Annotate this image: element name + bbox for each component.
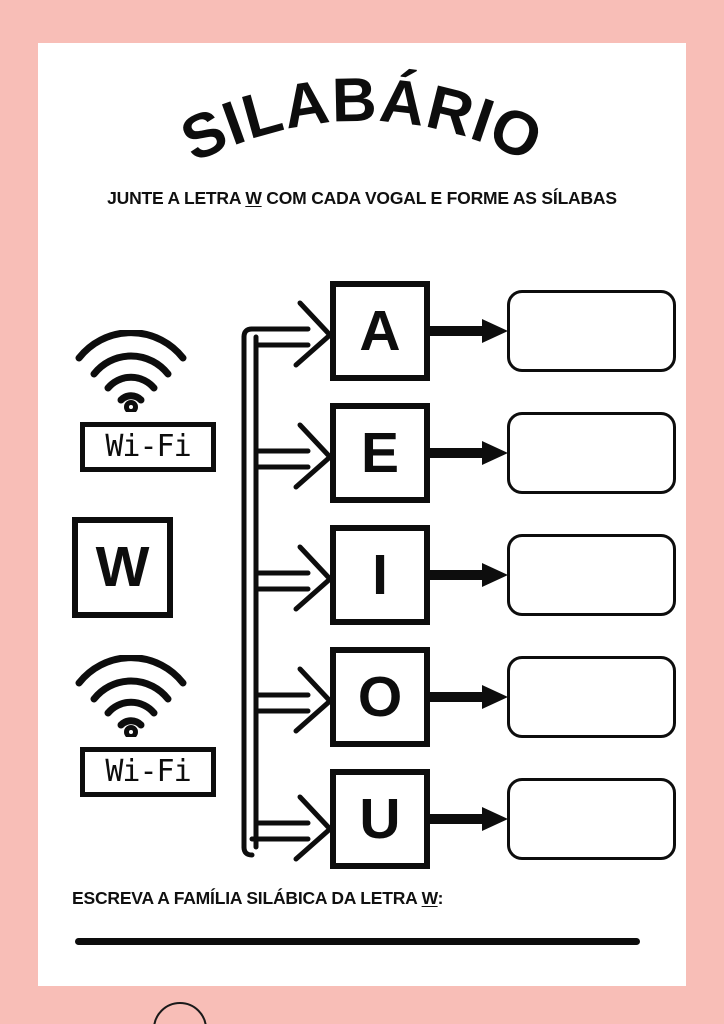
connector-arrow <box>430 684 508 710</box>
vowel-letter: A <box>359 298 401 363</box>
answer-box[interactable] <box>507 778 676 860</box>
connector-arrow <box>430 318 508 344</box>
vowel-letter: O <box>357 664 403 729</box>
vowel-box: I <box>330 525 430 625</box>
instruction-bottom-letter: W <box>421 888 438 908</box>
vowel-box: O <box>330 647 430 747</box>
answer-box[interactable] <box>507 656 676 738</box>
vowel-box: A <box>330 281 430 381</box>
letter-box-w: W <box>72 517 173 618</box>
worksheet-sheet: SILABÁRIO JUNTE A LETRA W COM CADA VOGAL… <box>38 43 686 986</box>
wifi-label: Wi-Fi <box>80 422 216 472</box>
connector-arrow <box>430 440 508 466</box>
watermark-logo-icon <box>152 1001 208 1024</box>
wifi-label-text: Wi-Fi <box>105 429 191 464</box>
wifi-label-text: Wi-Fi <box>105 754 191 789</box>
instruction-top-before: JUNTE A LETRA <box>107 188 246 208</box>
vowel-box: E <box>330 403 430 503</box>
writing-line[interactable] <box>75 938 640 945</box>
instruction-bottom-after: : <box>437 888 444 908</box>
connector-arrow <box>430 806 508 832</box>
instruction-bottom: ESCREVA A FAMÍLIA SILÁBICA DA LETRA W: <box>38 888 652 909</box>
exercise-area: Wi-Fi W Wi-Fi <box>38 43 686 986</box>
answer-box[interactable] <box>507 290 676 372</box>
answer-box[interactable] <box>507 534 676 616</box>
instruction-top: JUNTE A LETRA W COM CADA VOGAL E FORME A… <box>38 188 686 209</box>
page-title: SILABÁRIO <box>38 53 686 173</box>
vowel-letter: U <box>359 786 401 851</box>
wifi-label: Wi-Fi <box>80 747 216 797</box>
vowel-letter: E <box>360 420 400 485</box>
instruction-top-letter: W <box>245 188 262 208</box>
vowel-box: U <box>330 769 430 869</box>
vowel-letter: I <box>372 542 388 607</box>
wifi-icon <box>72 655 190 737</box>
answer-box[interactable] <box>507 412 676 494</box>
connector-arrow <box>430 562 508 588</box>
wifi-icon <box>72 330 190 412</box>
instruction-top-after: COM CADA VOGAL E FORME AS SÍLABAS <box>261 188 617 208</box>
letter-box-w-text: W <box>95 535 150 599</box>
instruction-bottom-before: ESCREVA A FAMÍLIA SILÁBICA DA LETRA <box>72 888 422 908</box>
